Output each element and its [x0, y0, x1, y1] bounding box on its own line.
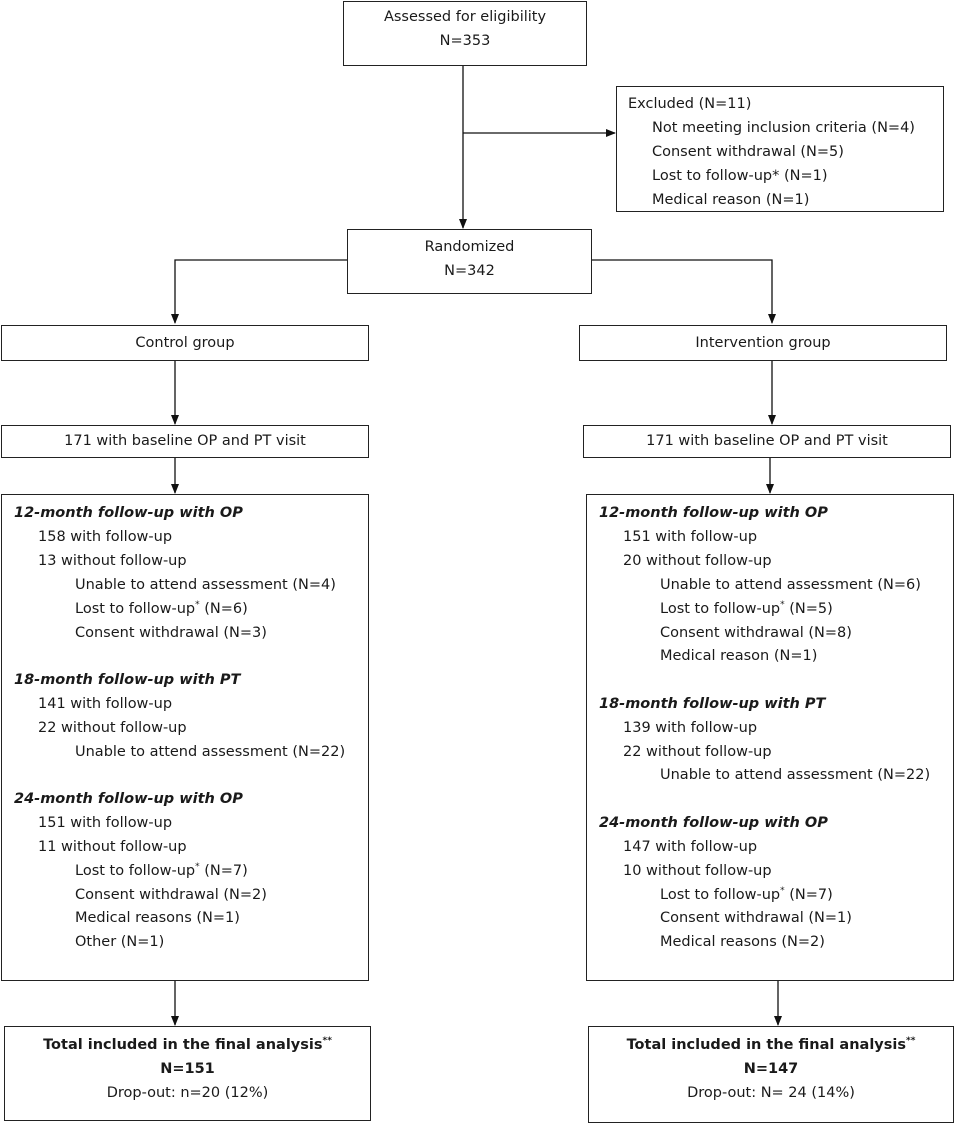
- reason-item: Consent withdrawal (N=3): [75, 625, 267, 641]
- reason-item: Lost to follow-up* (N=6): [75, 600, 248, 617]
- reason-item: Consent withdrawal (N=2): [75, 887, 267, 903]
- without-followup: 13 without follow-up: [38, 553, 187, 569]
- section-heading: 12-month follow-up with OP: [14, 505, 243, 521]
- excluded-box: Excluded (N=11) Not meeting inclusion cr…: [616, 86, 944, 212]
- final-n: N=151: [160, 1061, 215, 1077]
- reason-item: Medical reason (N=1): [660, 648, 818, 664]
- control-group-box: Control group: [1, 325, 369, 361]
- intervention-baseline-label: 171 with baseline OP and PT visit: [646, 433, 888, 449]
- intervention-final-box: Total included in the final analysis** N…: [588, 1026, 954, 1123]
- with-followup: 158 with follow-up: [38, 529, 173, 545]
- intervention-followup-box: 12-month follow-up with OP 151 with foll…: [586, 494, 954, 981]
- control-group-label: Control group: [135, 335, 235, 351]
- control-baseline-box: 171 with baseline OP and PT visit: [1, 425, 369, 458]
- arrow-randomized-to-intervention: [592, 259, 776, 324]
- without-followup: 10 without follow-up: [623, 863, 772, 879]
- reason-item: Unable to attend assessment (N=4): [75, 577, 336, 593]
- section-heading: 24-month follow-up with OP: [599, 815, 828, 831]
- reason-item: Lost to follow-up* (N=7): [75, 862, 248, 879]
- reason-item: Other (N=1): [75, 934, 165, 950]
- with-followup: 151 with follow-up: [623, 529, 758, 545]
- reason-item: Medical reasons (N=1): [75, 910, 240, 926]
- assessed-n: N=353: [439, 33, 491, 49]
- excluded-title: Excluded (N=11): [628, 96, 752, 112]
- without-followup: 22 without follow-up: [623, 744, 772, 760]
- control-followup-box: 12-month follow-up with OP 158 with foll…: [1, 494, 369, 981]
- arrow-randomized-to-control: [171, 259, 347, 324]
- reason-item: Consent withdrawal (N=8): [660, 625, 852, 641]
- final-dropout: Drop-out: n=20 (12%): [106, 1085, 269, 1101]
- section-heading: 18-month follow-up with PT: [599, 696, 826, 712]
- with-followup: 151 with follow-up: [38, 815, 173, 831]
- intervention-baseline-box: 171 with baseline OP and PT visit: [583, 425, 951, 458]
- with-followup: 141 with follow-up: [38, 696, 173, 712]
- reason-item: Consent withdrawal (N=1): [660, 910, 852, 926]
- assessed-title: Assessed for eligibility: [383, 9, 547, 25]
- section-heading: 12-month follow-up with OP: [599, 505, 828, 521]
- intervention-group-box: Intervention group: [579, 325, 947, 361]
- final-n: N=147: [743, 1061, 799, 1077]
- randomized-box: Randomized N=342: [347, 229, 592, 294]
- reason-item: Unable to attend assessment (N=22): [75, 744, 346, 760]
- randomized-n: N=342: [444, 263, 495, 279]
- excluded-item: Not meeting inclusion criteria (N=4): [652, 120, 915, 136]
- without-followup: 22 without follow-up: [38, 720, 187, 736]
- with-followup: 139 with follow-up: [623, 720, 758, 736]
- section-heading: 24-month follow-up with OP: [14, 791, 243, 807]
- control-final-box: Total included in the final analysis** N…: [4, 1026, 371, 1121]
- with-followup: 147 with follow-up: [623, 839, 758, 855]
- intervention-group-label: Intervention group: [695, 335, 831, 351]
- final-title: Total included in the final analysis**: [43, 1036, 332, 1053]
- assessed-box: Assessed for eligibility N=353: [343, 1, 587, 66]
- section-heading: 18-month follow-up with PT: [14, 672, 241, 688]
- without-followup: 11 without follow-up: [38, 839, 187, 855]
- randomized-title: Randomized: [424, 239, 515, 255]
- reason-item: Lost to follow-up* (N=7): [660, 886, 833, 903]
- without-followup: 20 without follow-up: [623, 553, 772, 569]
- final-dropout: Drop-out: N= 24 (14%): [687, 1085, 855, 1101]
- excluded-item: Consent withdrawal (N=5): [652, 144, 844, 160]
- final-title: Total included in the final analysis**: [626, 1036, 916, 1053]
- reason-item: Unable to attend assessment (N=6): [660, 577, 921, 593]
- control-baseline-label: 171 with baseline OP and PT visit: [64, 433, 306, 449]
- excluded-item: Lost to follow-up* (N=1): [652, 168, 828, 184]
- excluded-item: Medical reason (N=1): [652, 192, 810, 208]
- reason-item: Lost to follow-up* (N=5): [660, 600, 833, 617]
- reason-item: Medical reasons (N=2): [660, 934, 825, 950]
- reason-item: Unable to attend assessment (N=22): [660, 767, 931, 783]
